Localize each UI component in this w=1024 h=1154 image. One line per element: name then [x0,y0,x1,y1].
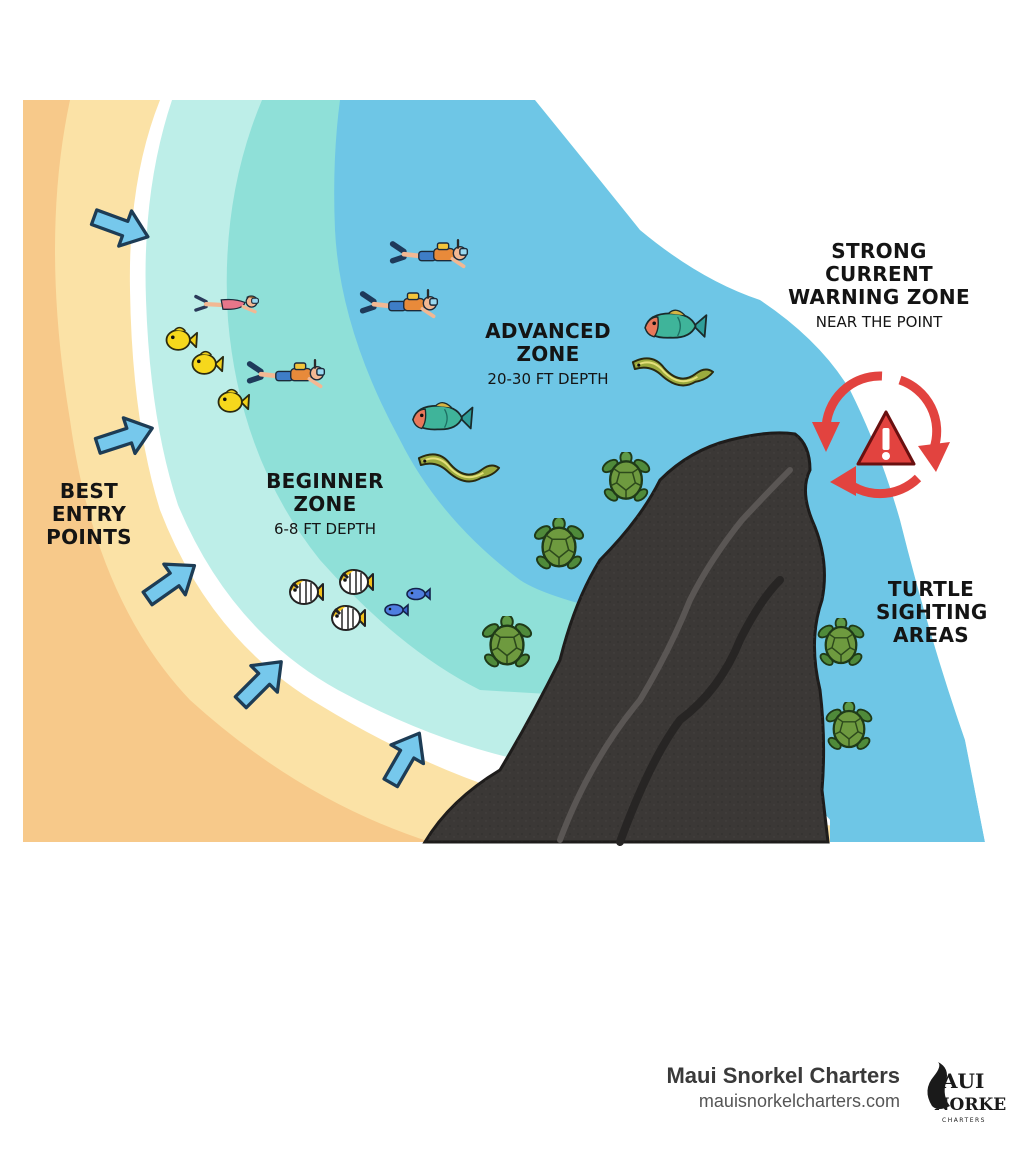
advanced-zone-title: ADVANCED ZONE [485,319,611,366]
entry-points-title: BEST ENTRY POINTS [46,479,132,549]
current-arrows-icon [812,371,950,499]
lava-rock-shade [616,576,784,846]
current-warning-label: STRONG CURRENT WARNING ZONE NEAR THE POI… [776,240,982,332]
turtle-areas-label: TURTLE SIGHTING AREAS [876,577,988,647]
deep-water-edge [535,100,985,842]
beginner-zone-label: BEGINNER ZONE 6-8 FT DEPTH [250,470,400,539]
current-warning-note: NEAR THE POINT [815,313,943,331]
warning-triangle-icon [856,410,916,466]
lava-rock-ridge [557,467,793,843]
advanced-zone-depth: 20-30 FT DEPTH [487,370,609,388]
svg-text:AUI: AUI [941,1069,984,1093]
brand-url: mauisnorkelcharters.com [698,1091,900,1111]
entry-points-label: BEST ENTRY POINTS [44,480,134,549]
brand-block: Maui Snorkel Charters mauisnorkelcharter… [666,1063,900,1112]
svg-text:CHARTERS: CHARTERS [942,1117,986,1124]
turtle-areas-title: TURTLE SIGHTING AREAS [876,577,988,647]
beginner-zone-title: BEGINNER ZONE [266,469,384,516]
current-warning-title: STRONG CURRENT WARNING ZONE [788,239,970,309]
brand-logo: AUI NORKEL CHARTERS [927,1062,1006,1124]
beginner-zone-depth: 6-8 FT DEPTH [273,520,377,538]
svg-text:NORKEL: NORKEL [934,1095,1006,1115]
advanced-zone-label: ADVANCED ZONE 20-30 FT DEPTH [468,320,628,389]
brand-name: Maui Snorkel Charters [666,1063,900,1088]
